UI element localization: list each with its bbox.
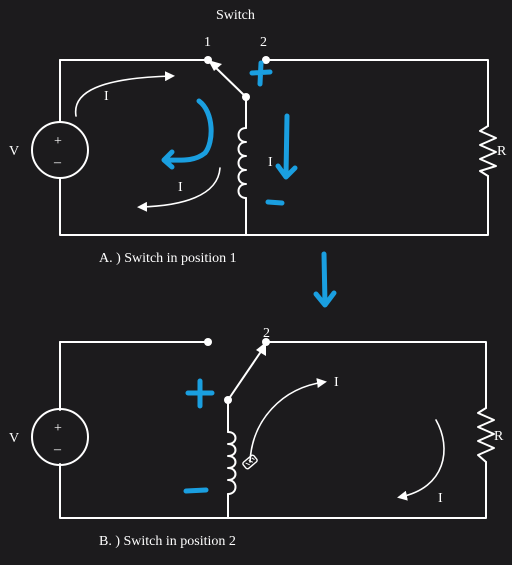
switch-position-2-label: 2 — [263, 326, 270, 341]
resistor-icon — [477, 407, 495, 463]
switch-contact-2 — [262, 56, 270, 64]
current-arrow-top — [249, 378, 327, 463]
wire-left — [59, 59, 489, 236]
annotation-minus-sign-top — [265, 199, 285, 206]
current-arrow-right — [397, 419, 445, 501]
switch-position-2-label: 2 — [260, 35, 267, 50]
current-label-top: I — [334, 375, 339, 390]
battery-minus-sign: – — [53, 155, 62, 170]
switch-arm — [227, 349, 263, 401]
battery-plus-sign: + — [54, 421, 62, 436]
annotation-down-arrow — [275, 113, 298, 180]
spark-icon — [242, 454, 258, 470]
current-arrow-inductor-loop — [137, 167, 221, 212]
source-label-v: V — [9, 144, 19, 159]
current-label-right: I — [438, 491, 443, 506]
annotation-curved-arrow — [161, 98, 214, 170]
circuit-a: Switch 1 2 + – V R I I I — [9, 8, 507, 236]
resistor-label-r: R — [497, 144, 507, 159]
annotation-transition-arrow — [313, 251, 337, 308]
switch-contact-1 — [204, 338, 212, 346]
circuit-b: 2 + – V R I I — [9, 326, 504, 519]
wire-top-right — [269, 341, 487, 409]
annotation-plus-sign-top — [249, 60, 273, 87]
switch-arm-arrowhead — [256, 342, 266, 356]
annotation-minus-sign-bottom — [183, 487, 209, 494]
current-label-inductor-loop: I — [178, 180, 183, 195]
annotation-plus-sign-bottom — [185, 378, 215, 409]
switch-arm — [213, 65, 247, 98]
current-label-inductor: I — [268, 155, 273, 170]
battery-icon: + – — [31, 121, 89, 179]
battery-minus-sign: – — [53, 442, 62, 457]
battery-icon: + – — [31, 408, 89, 466]
current-arrow-source-loop — [74, 71, 175, 117]
switch-position-1-label: 1 — [204, 35, 211, 50]
switch-title: Switch — [216, 8, 255, 23]
inductor-coil-icon — [237, 127, 247, 199]
source-label-v: V — [9, 431, 19, 446]
inductor-coil-icon — [227, 431, 237, 495]
caption-b: B. ) Switch in position 2 — [99, 534, 236, 549]
resistor-label-r: R — [494, 429, 504, 444]
current-label-source-loop: I — [104, 89, 109, 104]
wire-top-right — [269, 59, 489, 127]
battery-plus-sign: + — [54, 134, 62, 149]
switch-arm-arrowhead — [208, 60, 222, 71]
resistor-icon — [479, 125, 497, 177]
caption-a: A. ) Switch in position 1 — [99, 251, 237, 266]
wire-left — [59, 341, 487, 519]
